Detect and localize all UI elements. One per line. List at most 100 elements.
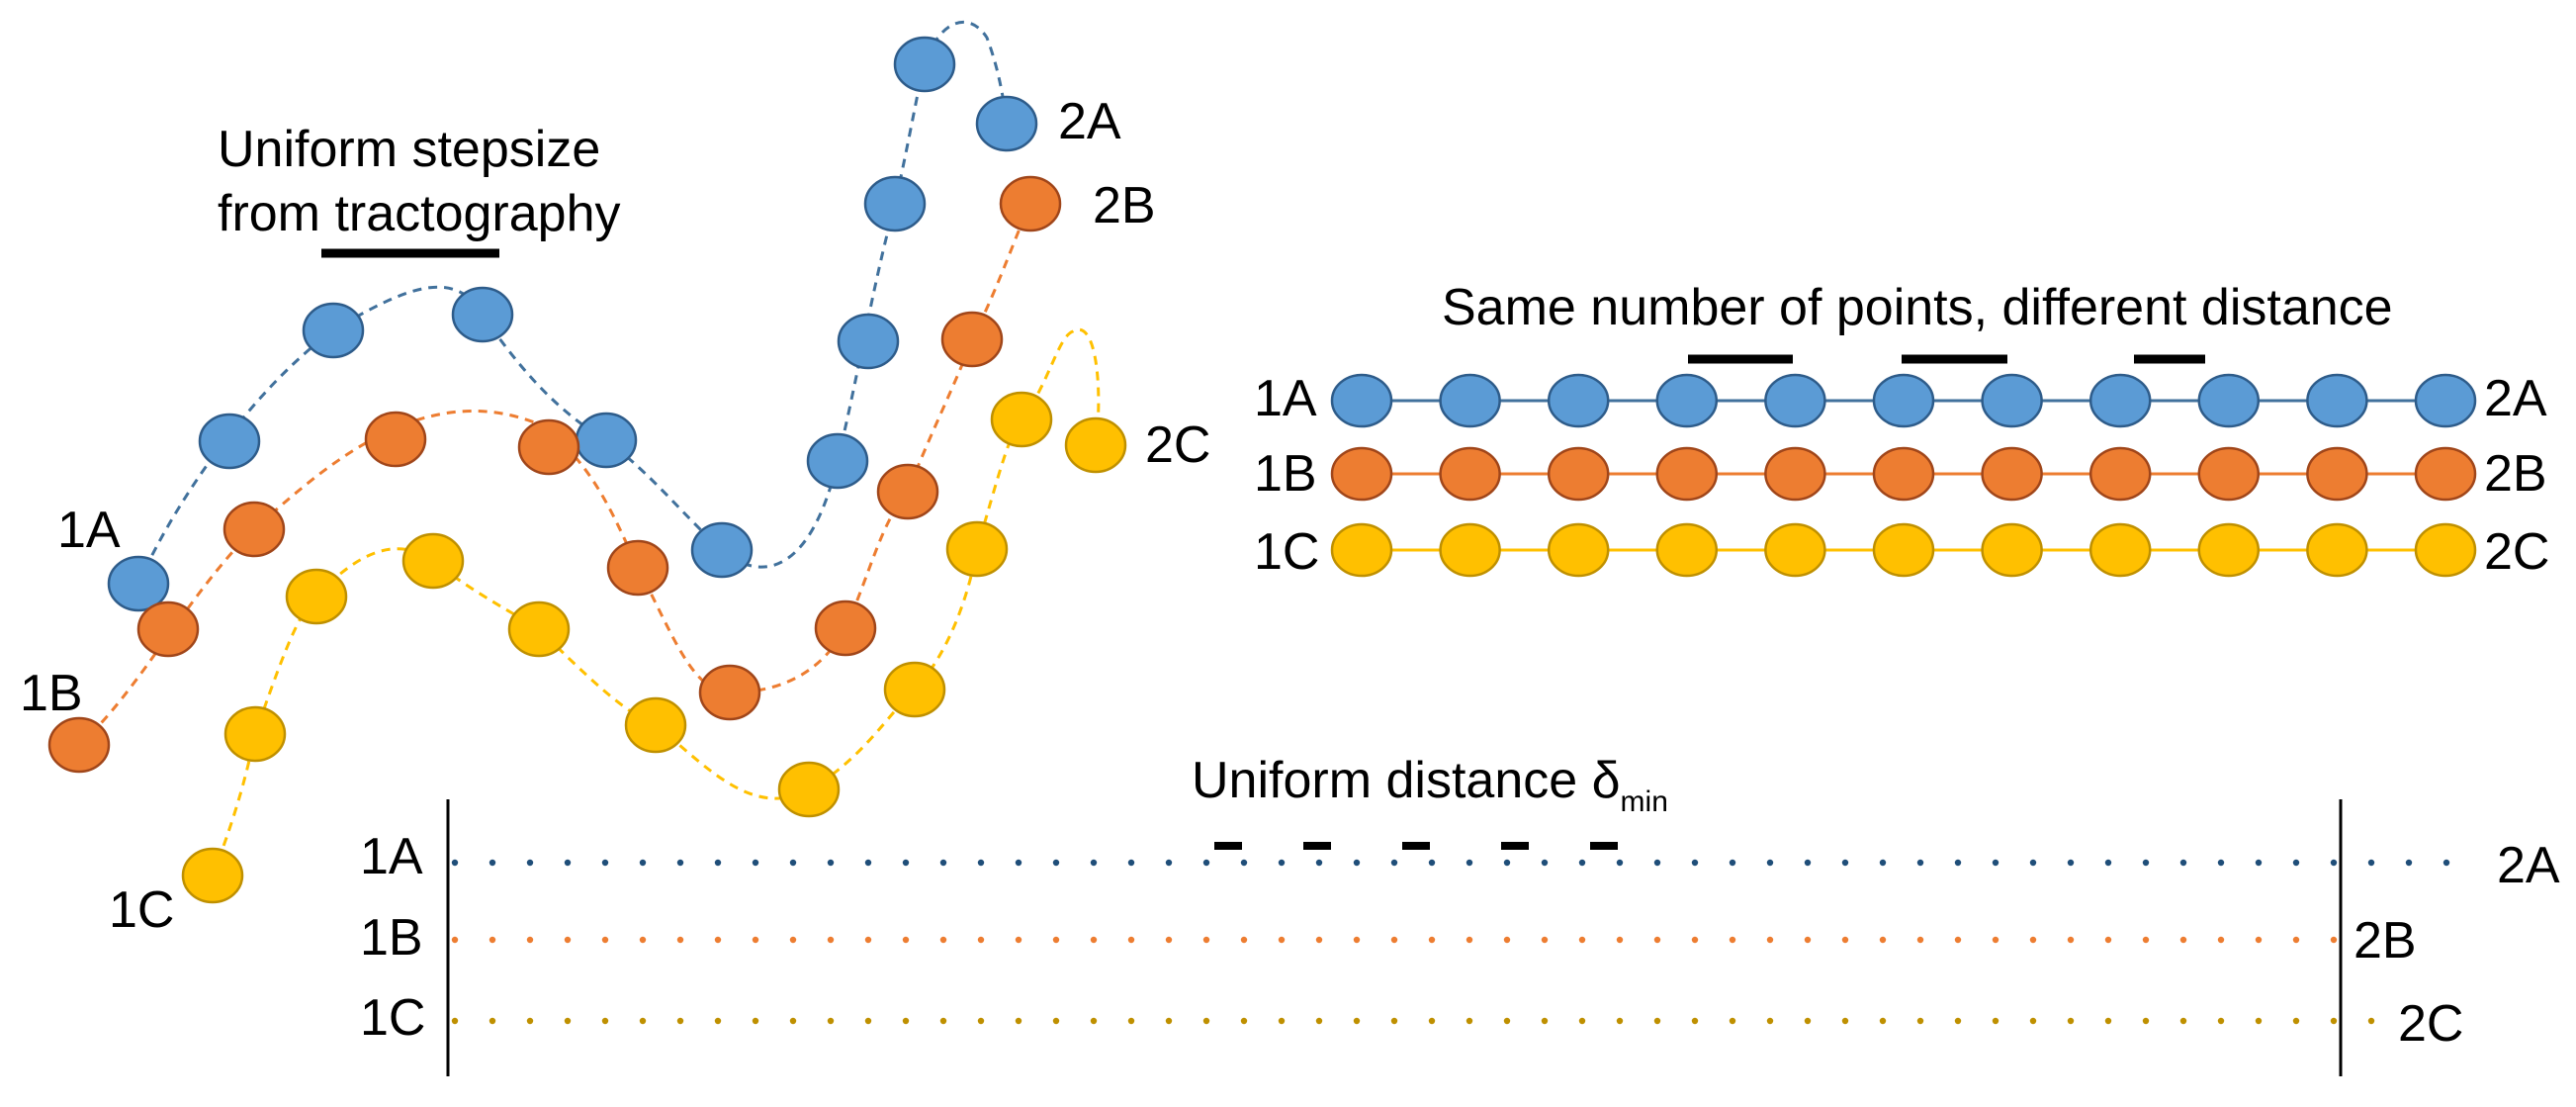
uniform-c-dot [1165, 1017, 1173, 1025]
uniform-title-main: Uniform distance δ [1192, 752, 1621, 809]
resampled-c-point [2197, 522, 2261, 578]
uniform-a-dot [1278, 859, 1286, 867]
uniform-a-dot [1165, 859, 1173, 867]
uniform-b-dot [1653, 936, 1661, 944]
uniform-a-dot [1202, 859, 1210, 867]
uniform-b-dot [1278, 936, 1286, 944]
resampled-b-point [1330, 446, 1393, 502]
uniform-b-dot [1052, 936, 1060, 944]
uniform-a-dot [2330, 859, 2338, 867]
uniform-a-dot [1729, 859, 1736, 867]
resampled-row-b [1330, 446, 2477, 502]
streamline-b-point [876, 463, 939, 520]
uniform-a-dot [451, 859, 459, 867]
uniform-a-dot [2405, 859, 2413, 867]
uniform-c-dot [1503, 1017, 1511, 1025]
curves-panel: Uniform stepsize from tractography 1A 2A… [20, 20, 1210, 939]
uniform-dots-c [451, 1017, 2375, 1025]
uniform-a-dot [2443, 859, 2450, 867]
uniform-a-dot [1804, 859, 1812, 867]
resampled-a-point [1981, 373, 2043, 428]
uniform-a-dot [1428, 859, 1436, 867]
streamline-a-point [893, 36, 956, 93]
resampled-c-point [1547, 522, 1610, 578]
uniform-label-1a: 1A [360, 828, 423, 885]
uniform-b-dot [1315, 936, 1323, 944]
uniform-b-dot [564, 936, 572, 944]
resampled-a-point [2088, 373, 2152, 428]
uniform-b-dot [1916, 936, 1924, 944]
uniform-a-dot [902, 859, 910, 867]
uniform-dots-a [451, 859, 2450, 867]
uniform-a-dot [2029, 859, 2037, 867]
resampled-b-point [2306, 446, 2368, 502]
uniform-b-dot [1616, 936, 1624, 944]
uniform-label-2c: 2C [2398, 995, 2463, 1053]
resampled-row-c [1330, 522, 2477, 578]
resampled-a-point [2197, 373, 2261, 428]
uniform-c-dot [2142, 1017, 2150, 1025]
label-1a: 1A [57, 502, 121, 559]
resampled-title: Same number of points, different distanc… [1442, 279, 2393, 336]
uniform-b-dot [2067, 936, 2075, 944]
row-label-1b: 1B [1254, 445, 1317, 503]
streamline-c-point [181, 847, 244, 904]
streamline-c-point [223, 705, 287, 763]
streamline-c-point [1064, 416, 1127, 474]
uniform-c-dot [1879, 1017, 1887, 1025]
uniform-a-dot [752, 859, 759, 867]
resampled-a-point [2306, 373, 2368, 428]
streamline-b-curve [47, 175, 1062, 774]
uniform-c-dot [1240, 1017, 1248, 1025]
uniform-c-dot [1052, 1017, 1060, 1025]
streamline-c-curve [181, 327, 1127, 904]
uniform-b-dot [2217, 936, 2225, 944]
uniform-b-dot [1165, 936, 1173, 944]
resampled-a-point [1655, 373, 1719, 428]
uniform-b-dot [2292, 936, 2300, 944]
uniform-b-dot [864, 936, 872, 944]
resampled-b-point [1981, 446, 2043, 502]
uniform-a-dot [864, 859, 872, 867]
uniform-b-dot [1390, 936, 1398, 944]
uniform-b-dot [1353, 936, 1361, 944]
uniform-a-dot [1240, 859, 1248, 867]
resampled-b-point [1439, 446, 1501, 502]
uniform-c-dot [902, 1017, 910, 1025]
streamline-a-point [806, 432, 869, 490]
uniform-b-dot [1578, 936, 1586, 944]
resampled-b-point [1872, 446, 1935, 502]
streamline-c-point [945, 520, 1009, 578]
uniform-b-dot [601, 936, 609, 944]
uniform-b-dot [1428, 936, 1436, 944]
uniform-dots-b [451, 936, 2338, 944]
uniform-b-dot [2330, 936, 2338, 944]
uniform-b-dot [2029, 936, 2037, 944]
uniform-label-2b: 2B [2354, 912, 2417, 969]
uniform-b-dot [489, 936, 496, 944]
uniform-c-dot [1804, 1017, 1812, 1025]
uniform-c-dot [939, 1017, 947, 1025]
uniform-c-dot [1466, 1017, 1473, 1025]
uniform-b-dot [1202, 936, 1210, 944]
uniform-c-dot [451, 1017, 459, 1025]
uniform-c-dot [789, 1017, 797, 1025]
curves-title-line2: from tractography [218, 185, 621, 242]
uniform-b-dot [451, 936, 459, 944]
uniform-b-dot [977, 936, 985, 944]
uniform-c-dot [1390, 1017, 1398, 1025]
uniform-b-dot [1127, 936, 1135, 944]
row-label-2a: 2A [2484, 370, 2547, 427]
uniform-a-dot [1541, 859, 1549, 867]
uniform-b-dot [1766, 936, 1774, 944]
uniform-b-dot [902, 936, 910, 944]
streamline-a-point [451, 286, 514, 343]
uniform-c-dot [2029, 1017, 2037, 1025]
uniform-label-1b: 1B [360, 909, 423, 967]
uniform-c-dot [1127, 1017, 1135, 1025]
uniform-b-dot [1804, 936, 1812, 944]
streamline-b-point [364, 411, 427, 468]
uniform-c-dot [2104, 1017, 2112, 1025]
uniform-a-dot [1766, 859, 1774, 867]
resampled-b-point [1547, 446, 1610, 502]
